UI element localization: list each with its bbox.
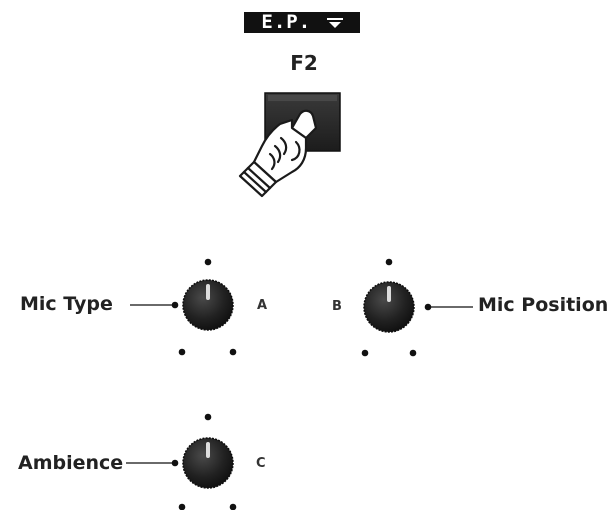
knob-a-dots [171,258,237,356]
triangle-down-icon [326,17,343,28]
pointing-hand-icon [238,109,318,198]
display-tag-background [244,12,360,33]
function-key-label: F2 [290,51,318,75]
knob-c[interactable] [182,437,234,489]
knob-c-letter: C [256,456,266,471]
display-tag: E.P. [244,11,360,33]
mic-position-label: Mic Position [478,294,608,316]
knob-b[interactable] [363,281,415,333]
f2-button[interactable] [264,92,341,152]
knob-b-dots [361,258,432,357]
display-tag-text: E.P. [261,11,312,33]
knob-c-dots [171,413,237,510]
mic-type-label: Mic Type [20,293,113,315]
knob-a-letter: A [257,298,268,313]
knob-b-letter: B [332,299,342,314]
knob-a[interactable] [182,279,234,331]
ambience-label: Ambience [18,452,124,474]
